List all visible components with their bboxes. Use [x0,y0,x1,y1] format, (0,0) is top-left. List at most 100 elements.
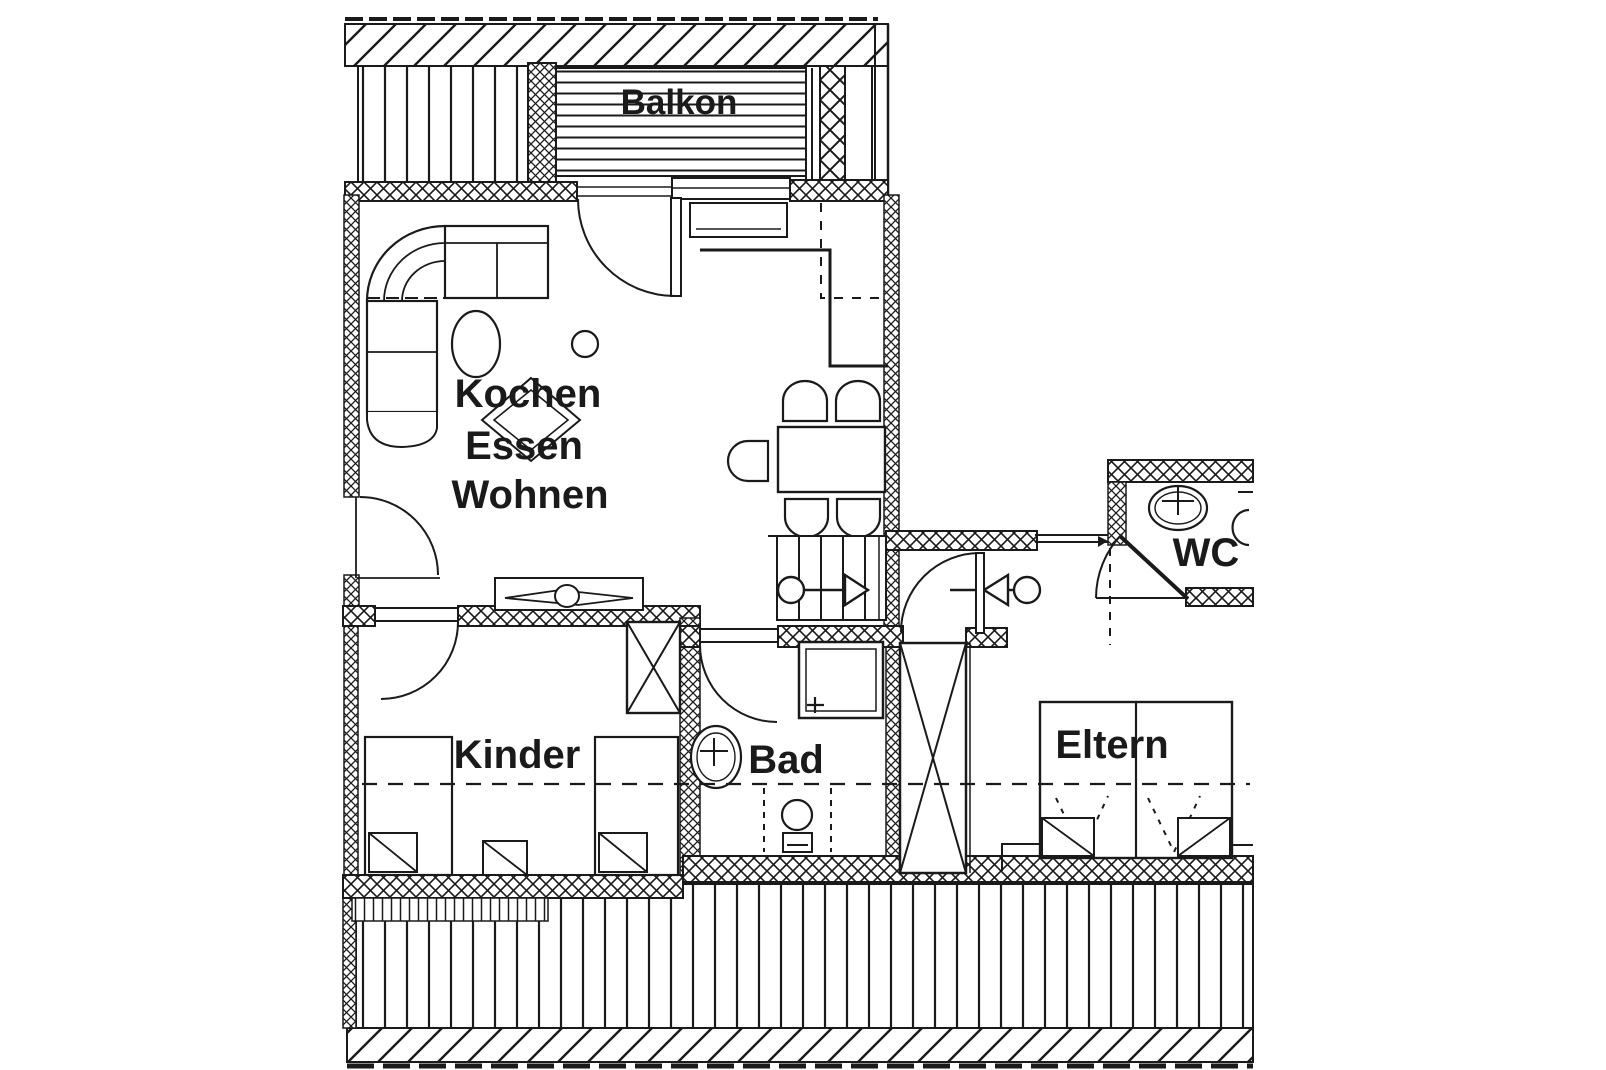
shower-inner [805,648,877,712]
bathroom-fixtures [689,640,885,853]
shaft-cross-2 [899,642,967,874]
balcony-door-leaf [670,197,682,297]
wall-landing-top [885,530,1038,551]
room-labels: Balkon Kochen Essen Wohnen WC Kinder Bad… [451,83,1239,782]
landing-door-swing [900,552,981,633]
wall-left-upper [343,194,360,498]
balcony-and-roof [344,17,890,195]
landing-start-circle-icon [1012,575,1042,605]
label-kinder: Kinder [454,733,581,777]
window-sill-radiator [689,202,788,238]
counter-corner-arc-outer [365,224,446,302]
chair-top-left [781,379,829,423]
wc-door-swing [1095,533,1123,599]
dining-set [726,379,887,539]
dining-table [776,425,887,494]
chair-bottom-right [835,497,882,539]
kinder-furniture [363,620,682,877]
bad-door-swing [699,644,778,723]
sideboard-knob [554,584,580,608]
kinder-door-leaf [374,607,459,622]
wc-door-leaf [1118,534,1190,601]
wall-wc-top [1107,459,1254,483]
balcony-door-window [577,177,791,297]
staircase [768,535,1042,621]
terrace-roof-area [346,883,1254,1069]
roof-edge-strip [844,65,873,183]
eltern-furniture [1001,700,1253,871]
bad-washbasin-icon [689,724,743,790]
label-essen: Essen [465,424,583,468]
wall-bad-top-a [679,625,701,648]
eltern-pillow-diag-left [1041,817,1095,857]
kitchen-counter [365,224,600,463]
kitchen-counter-left [365,299,439,414]
pillow-diag-2 [598,832,648,873]
living-room-elements [494,203,888,611]
wall-wc-left [1107,481,1127,546]
kinder-bay-ledge [351,897,549,922]
balcony-side-wall-left [527,62,557,184]
wall-shaft-left [885,627,901,881]
eaves-hatch-band [346,1027,1254,1063]
installation-shaft [898,641,971,875]
corridor-tick-icon [1098,536,1108,547]
stair-direction-arrow-icon [843,572,871,608]
shower-drain-icon [807,697,824,713]
wall-left-mid [343,574,360,607]
wardrobe-cross-2 [626,621,681,714]
wall-south-bottom [682,855,1254,883]
doors [355,496,1190,723]
bad-toilet-tank [782,832,813,853]
stair-start-circle-icon [776,575,806,605]
living-left-door-swing [359,496,439,576]
lamp-diamond-outer [480,376,582,463]
chair-bottom-left [783,497,830,539]
knee-wall-line [700,248,888,368]
wall-kinder-top-a [342,605,376,627]
bad-door-leaf [699,628,779,643]
balcony-side-wall-right [819,65,846,183]
pillow-diag-1 [368,832,418,873]
counter-corner-arc-inner [401,260,446,302]
nightstand-diag [482,840,528,876]
wall-top-left [344,181,578,202]
wall-kinder-bottom [342,874,684,899]
eltern-step [1001,843,1040,871]
roof-skylight-area [357,65,529,184]
label-wohnen: Wohnen [451,473,608,517]
shower-tray [797,640,885,720]
corridor [1035,534,1111,645]
eltern-pillow-diag-right [1177,817,1231,857]
counter-corner-arc-mid [383,242,446,302]
label-wc: WC [1173,531,1240,575]
landing-door-leaf [975,552,985,634]
landing-direction-arrow-icon [981,572,1010,608]
kinder-door-swing [380,621,459,700]
wall-top-right [789,179,889,202]
counter-rounded-end [366,412,438,449]
kitchen-sink-icon [450,309,502,379]
walls [342,179,1254,1029]
wc-toilet-icon [1231,508,1250,547]
chair-top-right [834,379,882,423]
bad-washbasin-inner [696,732,736,782]
wc-fixtures [1147,484,1253,547]
label-bad: Bad [748,738,824,782]
wall-left-kinder [343,605,359,876]
label-balkon: Balkon [621,83,738,122]
bad-toilet-bowl-icon [780,798,814,832]
lamp-diamond-inner [492,388,570,452]
bad-washbasin-tap-icon [700,738,728,766]
label-kochen: Kochen [455,372,602,416]
balcony-door-swing [577,198,676,297]
wall-wc-bottom [1185,587,1254,607]
roof-slope-dashed-corner [820,203,884,299]
chair-left [726,439,770,483]
wc-washbasin-tap-icon [1162,487,1194,515]
label-eltern: Eltern [1055,723,1168,767]
kitchen-hob-icon [570,329,600,359]
roof-hatch-band [344,23,889,67]
